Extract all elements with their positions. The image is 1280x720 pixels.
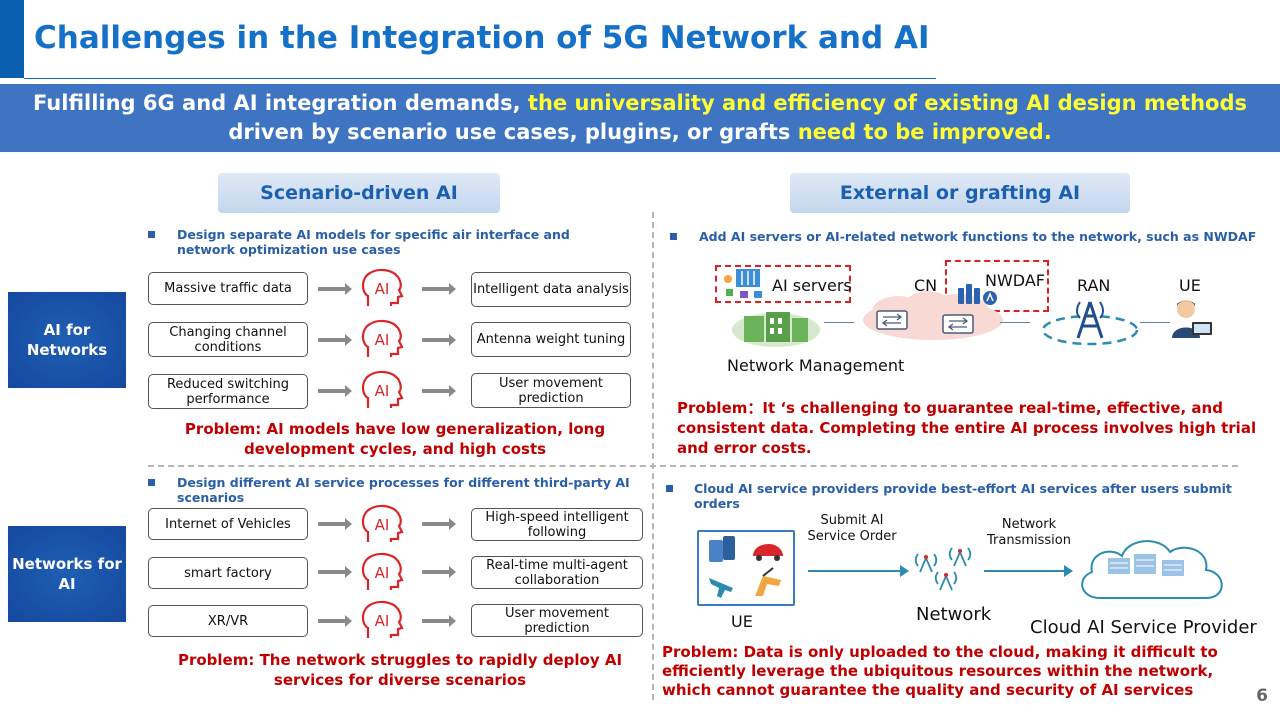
input-box-6: XR/VR bbox=[148, 605, 308, 637]
arrow-submit-order bbox=[808, 570, 902, 572]
ai-head-icon: AI bbox=[361, 268, 404, 306]
page-number: 6 bbox=[1256, 686, 1268, 706]
ai-head-icon: AI bbox=[361, 552, 404, 590]
label-cloud-provider: Cloud AI Service Provider bbox=[1030, 617, 1257, 638]
input-box-4: Internet of Vehicles bbox=[148, 508, 308, 540]
ai-icon-text: AI bbox=[375, 564, 390, 582]
problem-bottom-right: Problem: Data is only uploaded to the cl… bbox=[662, 643, 1218, 699]
bullet-square-icon bbox=[148, 231, 155, 238]
side-label-ai-for-networks: AI for Networks bbox=[8, 292, 126, 388]
arrow-right-icon bbox=[422, 566, 456, 578]
ai-icon-text: AI bbox=[375, 382, 390, 400]
label-ue-top: UE bbox=[1179, 276, 1201, 295]
arrow-right-icon bbox=[422, 615, 456, 627]
page-title: Challenges in the Integration of 5G Netw… bbox=[34, 20, 930, 56]
ran-tower-icon bbox=[1041, 301, 1139, 346]
bullet-top-right: Add AI servers or AI-related network fun… bbox=[699, 229, 1257, 244]
problem-top-left: Problem: AI models have low generalizati… bbox=[184, 420, 606, 458]
ai-servers-box bbox=[715, 265, 851, 303]
title-underline bbox=[24, 78, 936, 79]
network-antennas-icon bbox=[914, 547, 972, 591]
output-box-1: Intelligent data analysis bbox=[471, 272, 631, 307]
banner bbox=[0, 84, 1280, 152]
input-box-1: Massive traffic data bbox=[148, 272, 308, 305]
vertical-divider bbox=[652, 212, 654, 700]
side-label-networks-for-ai: Networks for AI bbox=[8, 526, 126, 622]
arrow-right-icon bbox=[318, 615, 352, 627]
banner-part-1: Fulfilling 6G and AI integration demands… bbox=[33, 91, 528, 115]
ai-icon-text: AI bbox=[375, 516, 390, 534]
label-ran: RAN bbox=[1077, 276, 1111, 295]
label-nwdaf: NWDAF bbox=[985, 271, 1045, 290]
server-rack-icon bbox=[724, 269, 762, 298]
arrow-right-icon bbox=[318, 283, 352, 295]
bullet-square-icon bbox=[148, 479, 155, 486]
switch-icon bbox=[942, 314, 974, 334]
column-header-scenario-driven: Scenario-driven AI bbox=[218, 173, 500, 213]
bullet-bottom-left: Design different AI service processes fo… bbox=[177, 475, 630, 505]
column-header-external-grafting: External or grafting AI bbox=[790, 173, 1130, 213]
input-box-2: Changing channel conditions bbox=[148, 322, 308, 357]
arrow-right-icon bbox=[318, 385, 352, 397]
connector-line bbox=[1140, 322, 1170, 323]
arrow-right-icon bbox=[318, 334, 352, 346]
output-box-5: Real-time multi-agent collaboration bbox=[471, 556, 643, 589]
title-accent-bar bbox=[0, 0, 24, 78]
arrow-right-icon bbox=[1064, 565, 1073, 577]
ue-devices-icon bbox=[709, 536, 783, 598]
ai-head-icon: AI bbox=[361, 370, 404, 408]
label-submit-order: Submit AI Service Order bbox=[807, 513, 897, 544]
problem-top-right: Problem：It ‘s challenging to guarantee r… bbox=[677, 399, 1257, 457]
ai-head-icon: AI bbox=[361, 504, 404, 542]
connector-line bbox=[824, 322, 854, 323]
arrow-network-transmission bbox=[984, 570, 1066, 572]
label-ai-servers: AI servers bbox=[772, 276, 852, 295]
bullet-bottom-right: Cloud AI service providers provide best-… bbox=[694, 481, 1232, 511]
network-management-icon bbox=[732, 312, 820, 347]
horizontal-divider bbox=[148, 465, 1238, 467]
label-network: Network bbox=[916, 604, 992, 625]
banner-text: Fulfilling 6G and AI integration demands… bbox=[0, 89, 1280, 147]
banner-part-3: driven by scenario use cases, plugins, o… bbox=[228, 120, 798, 144]
ai-head-icon: AI bbox=[361, 319, 404, 357]
output-box-3: User movement prediction bbox=[471, 373, 631, 408]
output-box-2: Antenna weight tuning bbox=[471, 322, 631, 357]
label-ue-bottom: UE bbox=[731, 612, 753, 631]
input-box-5: smart factory bbox=[148, 557, 308, 589]
problem-bottom-left: Problem: The network struggles to rapidl… bbox=[177, 651, 623, 689]
arrow-right-icon bbox=[318, 566, 352, 578]
nwdaf-box bbox=[945, 260, 1049, 312]
arrow-right-icon bbox=[900, 565, 909, 577]
bullet-square-icon bbox=[666, 485, 673, 492]
ai-icon-text: AI bbox=[375, 612, 390, 630]
label-network-transmission: Network Transmission bbox=[987, 517, 1071, 548]
bullet-square-icon bbox=[670, 233, 677, 240]
switch-icon bbox=[876, 310, 908, 330]
nwdaf-server-icon bbox=[958, 284, 997, 305]
label-cn: CN bbox=[914, 276, 938, 295]
bullet-top-left: Design separate AI models for specific a… bbox=[177, 227, 570, 257]
banner-highlight-2: need to be improved. bbox=[797, 120, 1052, 144]
output-box-6: User movement prediction bbox=[471, 604, 643, 637]
label-network-management: Network Management bbox=[727, 356, 905, 375]
cloud-provider-icon bbox=[1081, 540, 1223, 599]
ue-devices-frame bbox=[697, 530, 795, 606]
input-box-3: Reduced switching performance bbox=[148, 374, 308, 409]
arrow-right-icon bbox=[422, 518, 456, 530]
connector-line bbox=[1000, 322, 1030, 323]
arrow-right-icon bbox=[422, 283, 456, 295]
user-laptop-icon bbox=[1172, 300, 1212, 338]
ai-head-icon: AI bbox=[361, 600, 404, 638]
ai-icon-text: AI bbox=[375, 280, 390, 298]
arrow-right-icon bbox=[422, 385, 456, 397]
banner-highlight-1: the universality and efficiency of exist… bbox=[527, 91, 1247, 115]
arrow-right-icon bbox=[422, 334, 456, 346]
arrow-right-icon bbox=[318, 518, 352, 530]
output-box-4: High-speed intelligent following bbox=[471, 508, 643, 541]
ai-icon-text: AI bbox=[375, 331, 390, 349]
